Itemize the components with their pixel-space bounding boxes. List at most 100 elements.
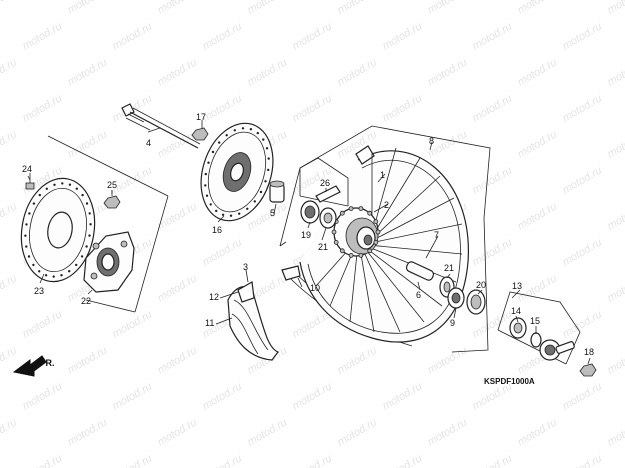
watermark-text: motod.ru — [111, 380, 155, 412]
watermark-text: motod.ru — [606, 56, 625, 88]
watermark-text: motod.ru — [201, 380, 245, 412]
disc-hole — [262, 138, 265, 141]
axle-nut — [191, 127, 209, 141]
disc-hole — [221, 213, 225, 216]
part-label-20: 20 — [476, 280, 486, 290]
watermark-text: motod.ru — [471, 452, 515, 468]
disc-hole — [233, 129, 236, 132]
watermark-text: motod.ru — [381, 380, 425, 412]
disc-hole — [45, 187, 48, 190]
disc-hole — [61, 182, 64, 185]
disc-hole — [52, 275, 55, 278]
disc-hole — [85, 202, 89, 205]
diagram-code: KSPDF1000A — [484, 377, 535, 386]
part-label-7: 7 — [434, 230, 439, 240]
watermark-text: motod.ru — [606, 272, 625, 304]
watermark-text: motod.ru — [336, 344, 380, 376]
disc-hole — [246, 207, 249, 210]
hub-spoke-hole — [358, 252, 364, 258]
hub-spoke-hole — [339, 210, 345, 216]
watermark-text: motod.ru — [66, 416, 110, 448]
watermark-text: motod.ru — [156, 344, 200, 376]
watermark-text: motod.ru — [516, 56, 560, 88]
rear-brake-disc-left — [20, 177, 96, 283]
disc-hole — [68, 270, 71, 273]
disc-hole — [265, 147, 269, 150]
part-label-17: 17 — [196, 112, 206, 122]
disc-hole — [264, 180, 267, 183]
watermark-text: motod.ru — [156, 416, 200, 448]
watermark-text: motod.ru — [606, 128, 625, 160]
hub-spoke-hole — [367, 248, 373, 254]
watermark-text: motod.ru — [561, 20, 605, 52]
watermark-text: motod.ru — [291, 92, 335, 124]
watermark-text: motod.ru — [21, 92, 65, 124]
watermark-text: motod.ru — [516, 128, 560, 160]
disc-hole — [211, 150, 215, 154]
disc-hole — [53, 183, 56, 186]
disc-hole — [38, 270, 41, 273]
watermark-text: motod.ru — [111, 20, 155, 52]
dust-seal-left — [319, 207, 337, 229]
part-label-10: 10 — [310, 283, 320, 293]
watermark-text: motod.ru — [516, 200, 560, 232]
hub-spoke-hole — [331, 229, 337, 235]
bearing-group-outline — [299, 157, 349, 207]
disc-hole — [27, 255, 31, 258]
watermark-text: motod.ru — [291, 20, 335, 52]
watermark-text: motod.ru — [381, 92, 425, 124]
watermark-text: motod.ru — [336, 0, 380, 17]
watermark-text: motod.ru — [471, 164, 515, 196]
hub-spoke-hole — [373, 239, 379, 245]
part-label-22: 22 — [81, 296, 91, 306]
watermark-text: motod.ru — [381, 20, 425, 52]
disc-hole — [204, 184, 207, 187]
disc-hole — [205, 194, 209, 197]
watermark-text: motod.ru — [291, 380, 335, 412]
watermark-text: motod.ru — [246, 0, 290, 17]
part-label-2: 2 — [384, 200, 389, 210]
watermark-text: motod.ru — [426, 56, 470, 88]
gearbox-retainer — [509, 317, 527, 339]
watermark-text: motod.ru — [201, 92, 245, 124]
disc-hole — [44, 274, 48, 277]
axle — [121, 103, 201, 149]
part-label-25: 25 — [107, 180, 117, 190]
watermark-text: motod.ru — [66, 56, 110, 88]
disc-hole — [89, 223, 92, 226]
disc-hole — [75, 187, 79, 190]
watermark-text: motod.ru — [606, 0, 625, 17]
watermark-text: motod.ru — [516, 0, 560, 17]
watermark-text: motod.ru — [66, 344, 110, 376]
disc-hole — [253, 200, 256, 203]
part-label-9: 9 — [450, 318, 455, 328]
disc-hole — [229, 214, 233, 217]
disc-hole — [85, 245, 88, 248]
disc-hole — [25, 223, 28, 226]
disc-hole — [24, 234, 27, 237]
watermark-text: motod.ru — [66, 0, 110, 17]
disc-hole — [81, 193, 84, 197]
part-label-15: 15 — [530, 316, 540, 326]
hub-spoke-hole — [375, 229, 381, 235]
hub-spoke-hole — [348, 252, 354, 258]
disc-hole — [28, 212, 31, 215]
watermark-text: motod.ru — [156, 272, 200, 304]
hub-spoke-hole — [367, 210, 373, 216]
watermark-text: motod.ru — [471, 20, 515, 52]
part-label-12: 12 — [209, 292, 219, 302]
watermark-text: motod.ru — [111, 308, 155, 340]
disc-bolt — [25, 173, 35, 190]
part-label-26: 26 — [320, 178, 330, 188]
watermark-text: motod.ru — [426, 416, 470, 448]
disc-hole — [88, 234, 91, 237]
watermark-text: motod.ru — [561, 380, 605, 412]
watermark-text: motod.ru — [111, 164, 155, 196]
disc-hole — [32, 263, 35, 267]
disc-hole — [38, 193, 41, 197]
watermark-text: motod.ru — [561, 164, 605, 196]
disc-hole — [256, 131, 259, 135]
part-label-21-upper: 21 — [318, 242, 328, 252]
